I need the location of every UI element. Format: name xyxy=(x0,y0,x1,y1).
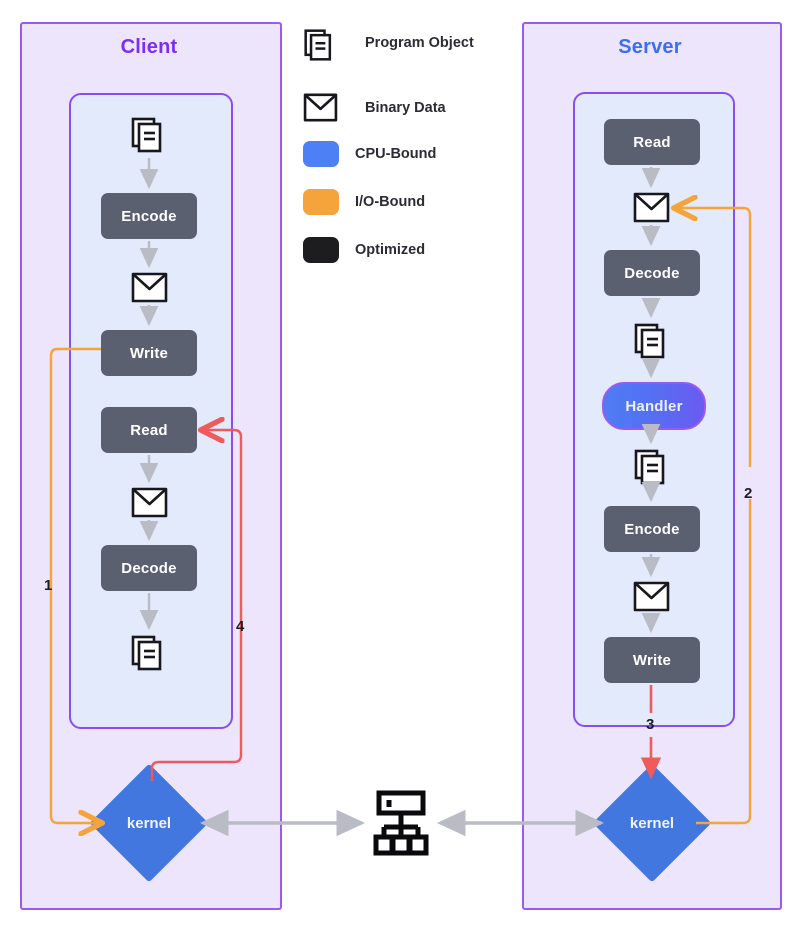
legend-label: I/O-Bound xyxy=(355,194,426,210)
legend-label: Program Object xyxy=(365,35,474,51)
legend-item-optimized: Optimized xyxy=(303,237,425,263)
edge-label-1: 1 xyxy=(44,577,53,594)
legend-item-io-bound: I/O-Bound xyxy=(303,189,425,215)
binary-data-icon xyxy=(633,192,670,223)
network-switch-icon xyxy=(371,789,431,857)
program-object-icon xyxy=(130,116,168,154)
server-node-read[interactable]: Read xyxy=(604,119,700,165)
edge-label-2: 2 xyxy=(744,485,753,502)
client-title: Client xyxy=(120,36,178,58)
edge-label-4: 4 xyxy=(236,618,245,635)
server-kernel[interactable]: kernel xyxy=(592,763,712,883)
program-object-icon xyxy=(303,28,339,61)
server-node-decode[interactable]: Decode xyxy=(604,250,700,296)
binary-data-icon xyxy=(303,93,339,123)
io-bound-swatch xyxy=(303,189,339,215)
legend-item-binary-data: Binary Data xyxy=(303,93,446,123)
server-kernel-label: kernel xyxy=(629,814,675,832)
program-object-icon xyxy=(633,322,671,360)
server-node-encode[interactable]: Encode xyxy=(604,506,700,552)
program-object-icon xyxy=(633,448,671,486)
client-node-read[interactable]: Read xyxy=(101,407,197,453)
server-node-handler[interactable]: Handler xyxy=(602,382,706,430)
cpu-bound-swatch xyxy=(303,141,339,167)
client-kernel-label: kernel xyxy=(126,814,172,832)
optimized-swatch xyxy=(303,237,339,263)
binary-data-icon xyxy=(633,581,670,612)
legend: Program Object Binary Data CPU-Bound I/O… xyxy=(303,28,503,278)
legend-label: Optimized xyxy=(355,242,426,258)
client-node-write[interactable]: Write xyxy=(101,330,197,376)
legend-label: CPU-Bound xyxy=(355,146,437,162)
client-kernel[interactable]: kernel xyxy=(89,763,209,883)
server-node-write[interactable]: Write xyxy=(604,637,700,683)
legend-item-program-object: Program Object xyxy=(303,28,474,61)
edge-label-3: 3 xyxy=(646,716,655,733)
legend-item-cpu-bound: CPU-Bound xyxy=(303,141,436,167)
client-node-decode[interactable]: Decode xyxy=(101,545,197,591)
legend-label: Binary Data xyxy=(365,100,446,116)
client-node-encode[interactable]: Encode xyxy=(101,193,197,239)
binary-data-icon xyxy=(131,272,168,303)
program-object-icon xyxy=(130,634,168,672)
binary-data-icon xyxy=(131,487,168,518)
server-title: Server xyxy=(618,36,682,58)
